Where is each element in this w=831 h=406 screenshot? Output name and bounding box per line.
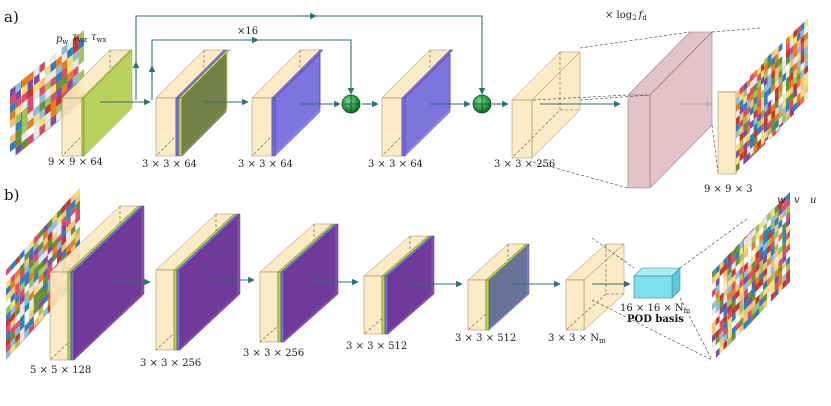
dim-a-4: 3 × 3 × 64: [368, 159, 423, 170]
block-b2-pool: [179, 213, 241, 351]
repeat-16-label: ×16: [237, 26, 258, 37]
output-label-w: w: [777, 195, 786, 206]
bn-block-a5: [511, 51, 581, 159]
output-label-u: u: [810, 195, 816, 206]
pod-basis-block: [633, 267, 681, 299]
dim-b-5: 3 × 3 × 512: [455, 333, 516, 344]
input-label-p: pw: [56, 34, 68, 46]
block-b5-conv: [488, 243, 530, 331]
output-label-v: v: [794, 195, 800, 206]
dim-b-2: 3 × 3 × 256: [140, 358, 201, 369]
panel-b-label: b): [4, 186, 19, 204]
output-field-stack-a: [736, 18, 808, 172]
bn-block-a6: [717, 91, 737, 175]
block-b3-pool: [283, 223, 339, 343]
block-b6-bn: [565, 243, 625, 331]
panel-a-label: a): [4, 8, 19, 26]
dim-b-1: 5 × 5 × 128: [30, 365, 91, 376]
output-field-stack-b: [712, 191, 790, 362]
panel-b: b) 16 × 16 × Nm POD basis w v u 5 × 5 × …: [4, 186, 816, 376]
block-b1-pool: [73, 205, 145, 361]
dim-a-3: 3 × 3 × 64: [238, 159, 293, 170]
dim-a-5: 3 × 3 × 256: [494, 159, 555, 170]
dim-a-6: 9 × 9 × 3: [704, 184, 753, 195]
dim-b-3: 3 × 3 × 256: [243, 348, 304, 359]
dim-b-4: 3 × 3 × 512: [346, 341, 407, 352]
input-field-stack-a: [10, 30, 84, 160]
output-sheet-a3: [764, 18, 808, 140]
input-label-tau-wz: τwz: [72, 32, 88, 44]
skip-connections: [132, 12, 486, 100]
pod-basis-label: POD basis: [627, 314, 684, 325]
output-sheet-b3: [744, 191, 790, 330]
dim-a-1: 9 × 9 × 64: [48, 157, 103, 168]
dim-a-2: 3 × 3 × 64: [142, 159, 197, 170]
pod-dims-label: 16 × 16 × Nm: [620, 303, 691, 315]
sum-node-1: [341, 94, 361, 114]
dim-b-6: 3 × 3 × Nm: [548, 333, 606, 345]
block-b4-pool: [387, 235, 435, 335]
sum-node-2: [472, 94, 492, 114]
input-label-tau-wx: τwx: [91, 32, 107, 44]
